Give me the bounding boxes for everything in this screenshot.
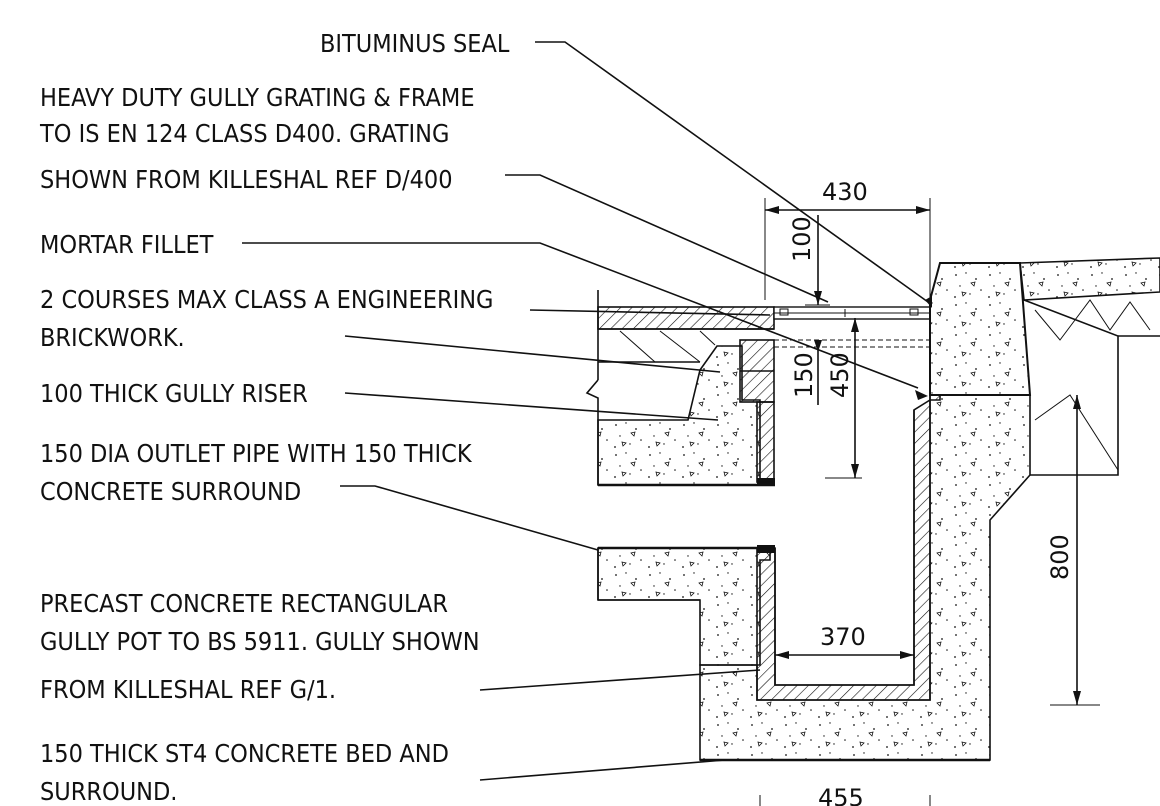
dim-450: 450	[826, 352, 854, 398]
label-brickwork-2: BRICKWORK.	[40, 323, 185, 352]
leader-lines	[242, 41, 929, 781]
outlet-pipe-surround	[597, 547, 771, 666]
dim-150: 150	[790, 352, 818, 398]
label-mortar-fillet: MORTAR FILLET	[40, 230, 214, 259]
gully-riser	[756, 401, 775, 483]
label-outlet-1: 150 DIA OUTLET PIPE WITH 150 THICK	[40, 439, 473, 468]
label-pot-1: PRECAST CONCRETE RECTANGULAR	[40, 589, 448, 618]
label-bed-1: 150 THICK ST4 CONCRETE BED AND	[40, 739, 449, 768]
label-bituminous-seal: BITUMINUS SEAL	[320, 29, 510, 58]
label-outlet-2: CONCRETE SURROUND	[40, 477, 301, 506]
label-grating-2: TO IS EN 124 CLASS D400. GRATING	[39, 119, 449, 148]
dim-100: 100	[788, 216, 816, 262]
label-grating-3: SHOWN FROM KILLESHAL REF D/400	[40, 165, 453, 194]
dim-370: 370	[820, 623, 866, 651]
label-bed-2: SURROUND.	[40, 777, 177, 806]
kerb	[929, 262, 1032, 396]
dim-455: 455	[818, 784, 864, 806]
upper-concrete-surround	[597, 345, 761, 486]
footpath	[1019, 257, 1160, 301]
dimension-lines	[759, 198, 1100, 806]
label-pot-2: GULLY POT TO BS 5911. GULLY SHOWN	[40, 627, 480, 656]
label-gully-riser: 100 THICK GULLY RISER	[40, 379, 308, 408]
label-brickwork-1: 2 COURSES MAX CLASS A ENGINEERING	[40, 285, 493, 314]
structure	[585, 257, 1160, 762]
annotation-labels: BITUMINUS SEAL HEAVY DUTY GULLY GRATING …	[39, 29, 510, 806]
dim-800: 800	[1046, 534, 1074, 580]
surface-course	[597, 306, 775, 330]
dim-430: 430	[822, 178, 868, 206]
label-pot-3: FROM KILLESHAL REF G/1.	[40, 675, 336, 704]
label-grating-1: HEAVY DUTY GULLY GRATING & FRAME	[40, 83, 475, 112]
